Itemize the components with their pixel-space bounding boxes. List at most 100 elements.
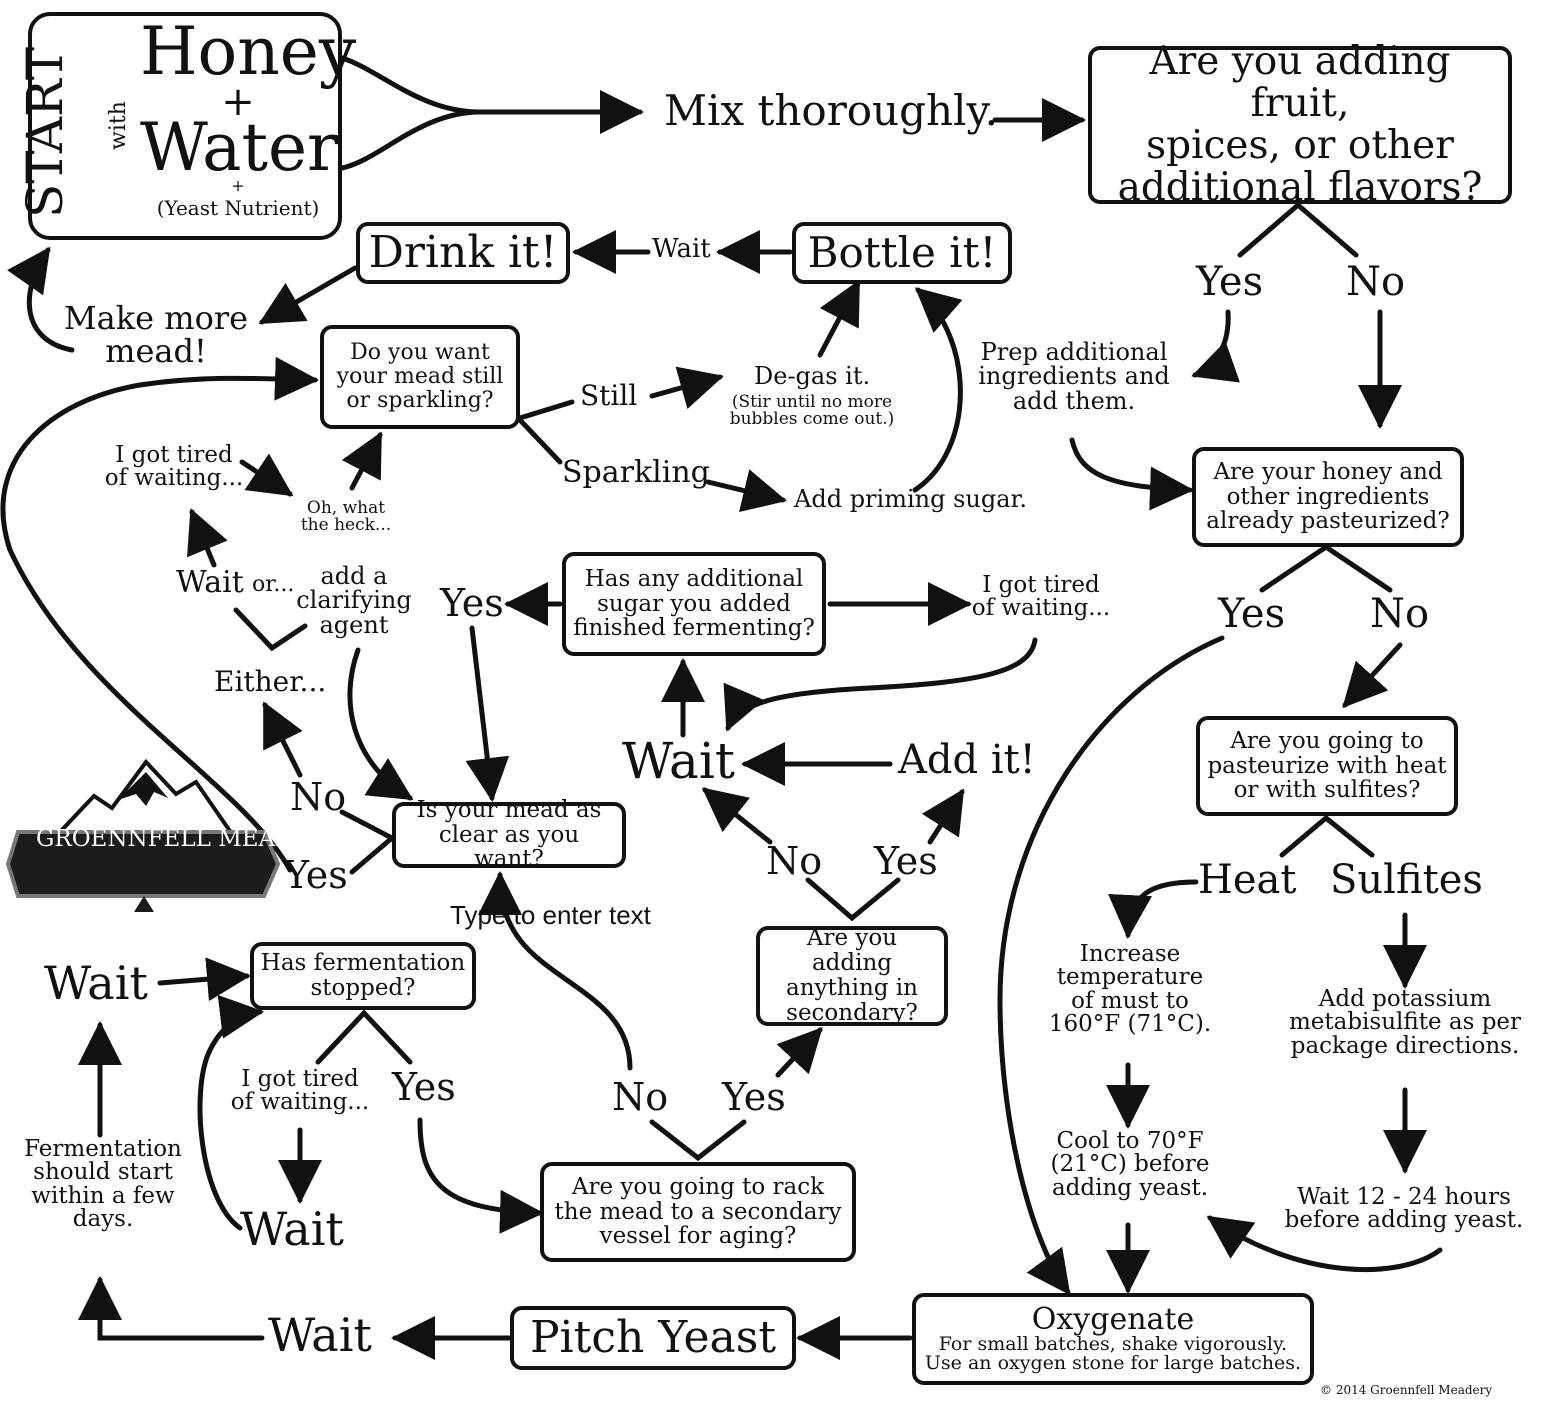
copyright-notice: © 2014 Groennfell Meadery bbox=[1320, 1383, 1493, 1397]
question-fermentation-stopped: Has fermentation stopped? bbox=[250, 942, 476, 1010]
arrow-sparkling-priming bbox=[705, 469, 787, 513]
increase-temperature-step: Increase temperature of must to 160°F (7… bbox=[1048, 941, 1212, 1038]
arrow-yes-prep bbox=[1191, 309, 1241, 383]
wait-bottle-label: Wait bbox=[652, 234, 711, 264]
add-potassium-step: Add potassium metabisulfite as per packa… bbox=[1288, 986, 1522, 1059]
wait-either-label: Wait bbox=[176, 565, 244, 600]
tired-waiting-fermentation: I got tired of waiting... bbox=[230, 1066, 370, 1116]
arrow-yesrack-secondary bbox=[775, 1027, 823, 1078]
prep-ingredients-step: Prep additional ingredients and add them… bbox=[978, 338, 1170, 415]
cool-must-step: Cool to 70°F (21°C) before adding yeast. bbox=[1050, 1128, 1210, 1201]
wait-middle-label: Wait bbox=[622, 732, 735, 790]
degas-step: De-gas it. bbox=[754, 362, 871, 390]
rack-no-label: No bbox=[612, 1075, 669, 1119]
line-qferm-split bbox=[315, 1009, 413, 1065]
arrow-wait-cool bbox=[1206, 1215, 1443, 1273]
line-flavors-split bbox=[1237, 201, 1359, 258]
flavors-yes-label: Yes bbox=[1196, 259, 1264, 305]
text-entry-placeholder[interactable]: Type to enter text bbox=[450, 900, 651, 930]
arrow-tiredsugar-waitmid bbox=[723, 637, 1038, 732]
wait-after-pitch-label: Wait bbox=[268, 1308, 372, 1362]
start-with-label: with bbox=[106, 101, 131, 150]
tired-waiting-clarity: I got tired of waiting... bbox=[104, 442, 244, 492]
question-pasteurize-method: Are you going to pasteurize with heat or… bbox=[1196, 716, 1458, 816]
arrow-waitferm-qferm bbox=[197, 994, 264, 1231]
oxygenate-box: Oxygenate For small batches, shake vigor… bbox=[912, 1293, 1314, 1385]
flavors-no-label: No bbox=[1346, 259, 1406, 305]
logo-banner bbox=[6, 830, 281, 898]
line-past-split bbox=[1259, 543, 1393, 593]
arrow-noclear-either bbox=[262, 701, 303, 778]
heat-label: Heat bbox=[1198, 857, 1297, 903]
rack-yes-label: Yes bbox=[722, 1075, 786, 1119]
line-method-split bbox=[1279, 814, 1375, 858]
clear-no-label: No bbox=[290, 775, 347, 819]
water-label: Water bbox=[140, 109, 339, 186]
question-still-sparkling: Do you want your mead still or sparkling… bbox=[320, 325, 520, 429]
wait-fermentation-label: Wait bbox=[240, 1202, 344, 1256]
or-label: or... bbox=[252, 572, 295, 597]
question-flavors: Are you adding fruit, spices, or other a… bbox=[1088, 40, 1512, 209]
sulfites-label: Sulfites bbox=[1330, 857, 1483, 903]
logo-text: GROENNFELL MEADERY bbox=[36, 826, 343, 852]
line-clear-split bbox=[339, 809, 397, 875]
plus-label: + bbox=[221, 79, 255, 125]
arrow-drink-makemore bbox=[258, 265, 358, 325]
make-more-mead-step: Make more mead! bbox=[63, 299, 249, 370]
arrow-tired-heck bbox=[239, 453, 294, 497]
fermentation-start-note: Fermentation should start within a few d… bbox=[24, 1136, 182, 1233]
start-box bbox=[28, 12, 342, 240]
arrow-no-method bbox=[1342, 642, 1403, 708]
groennfell-logo bbox=[6, 758, 281, 912]
line-qstill-still bbox=[517, 399, 575, 421]
honey-label: Honey bbox=[140, 13, 357, 90]
plus-small-label: + bbox=[231, 176, 245, 195]
line-start-mix-lower bbox=[339, 109, 483, 171]
line-secondary-split bbox=[805, 877, 901, 922]
mix-thoroughly-step: Mix thoroughly. bbox=[664, 86, 998, 135]
yeast-nutrient-label: (Yeast Nutrient) bbox=[156, 196, 320, 220]
arrow-yessec-addit bbox=[921, 788, 965, 845]
question-pasteurized: Are your honey and other ingredients alr… bbox=[1192, 447, 1464, 547]
arrow-yes-oxygenate bbox=[997, 635, 1225, 1296]
question-adding-secondary: Are you adding anything in secondary? bbox=[756, 926, 948, 1026]
clear-yes-label: Yes bbox=[284, 853, 348, 897]
arrow-clarifying-clear bbox=[347, 647, 414, 801]
arrow-yessugar-clear bbox=[465, 625, 510, 802]
oxygenate-detail: For small batches, shake vigorously. Use… bbox=[924, 1333, 1302, 1374]
pasteurized-yes-label: Yes bbox=[1218, 591, 1286, 637]
oh-what-the-heck-label: Oh, what the heck... bbox=[300, 498, 392, 536]
arrow-wait-fermstart bbox=[78, 1276, 265, 1341]
arrow-start-mix bbox=[339, 55, 644, 134]
line-rack-split bbox=[649, 1119, 747, 1162]
arrow-nosec-waitmid bbox=[701, 787, 773, 845]
arrow-waiteither-tired bbox=[187, 508, 228, 568]
tired-waiting-sugar: I got tired of waiting... bbox=[971, 572, 1111, 622]
add-it-step: Add it! bbox=[898, 737, 1036, 783]
priming-sugar-step: Add priming sugar. bbox=[794, 485, 1027, 513]
wait-hours-step: Wait 12 - 24 hours before adding yeast. bbox=[1284, 1184, 1524, 1234]
question-mead-clear: Is your mead as clear as you want? bbox=[392, 797, 626, 872]
arrow-still-degas bbox=[649, 366, 724, 409]
arrow-waitleft-qferm bbox=[157, 957, 251, 1002]
line-qstill-sparkling bbox=[517, 417, 563, 465]
question-sugar-fermenting: Has any additional sugar you added finis… bbox=[562, 552, 826, 656]
question-rack-secondary: Are you going to rack the mead to a seco… bbox=[540, 1162, 856, 1262]
start-label: START bbox=[16, 46, 74, 218]
arrow-norack-clear bbox=[478, 871, 633, 1071]
clarifying-agent-label: add a clarifying agent bbox=[296, 562, 412, 639]
pitch-yeast-box: Pitch Yeast bbox=[510, 1306, 796, 1370]
arrow-prep-pasteurized bbox=[1069, 437, 1194, 511]
still-label: Still bbox=[580, 379, 638, 412]
drink-it-box: Drink it! bbox=[356, 222, 570, 284]
arrow-heat-increase bbox=[1108, 879, 1199, 939]
fermentation-yes-label: Yes bbox=[392, 1065, 456, 1109]
secondary-yes-label: Yes bbox=[874, 839, 938, 883]
arrow-degas-bottle bbox=[817, 279, 861, 358]
either-label: Either... bbox=[214, 665, 327, 698]
degas-detail: (Stir until no more bubbles come out.) bbox=[729, 392, 895, 430]
arrow-makemore-start bbox=[7, 246, 75, 353]
line-either-split bbox=[233, 607, 308, 652]
arrow-yesclear-qstill bbox=[0, 356, 319, 873]
